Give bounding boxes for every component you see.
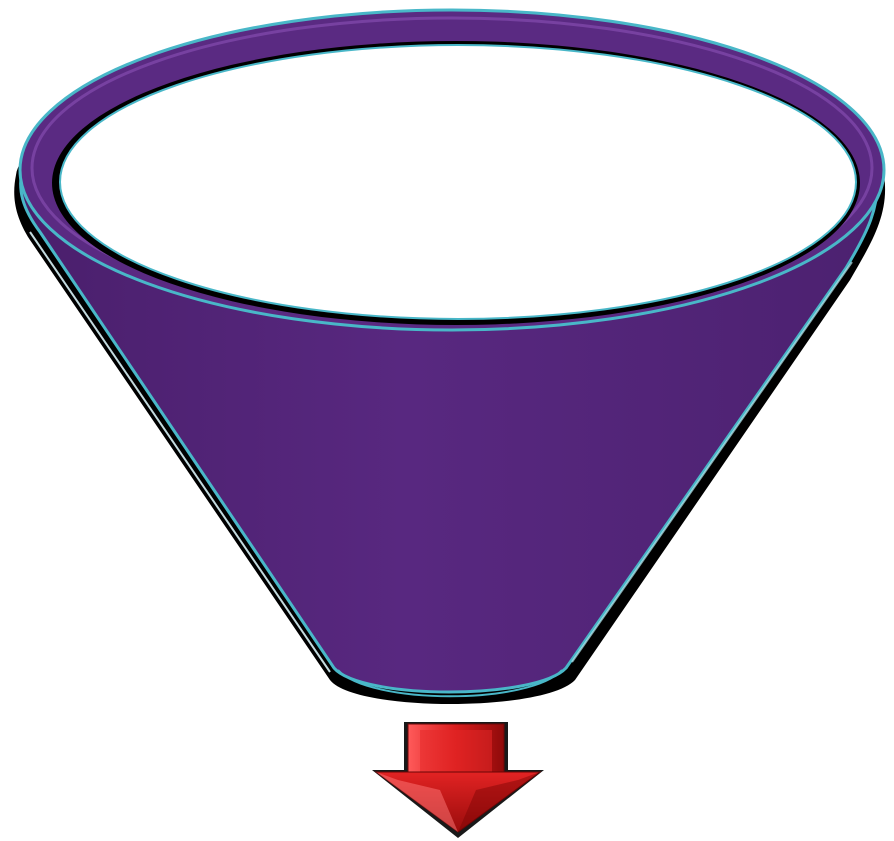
funnel-opening	[60, 45, 856, 319]
arrow-down-icon	[372, 722, 544, 838]
arrow-stem-bevel	[420, 730, 492, 772]
funnel-icon	[14, 10, 885, 704]
